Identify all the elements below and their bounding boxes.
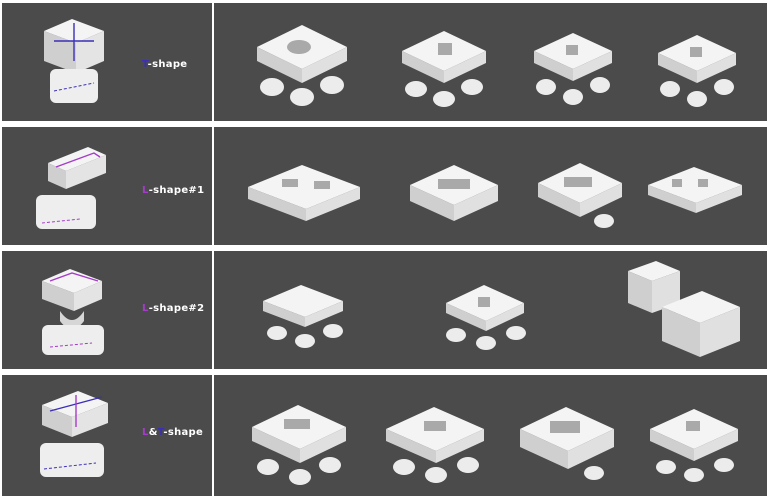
label-letter: L (142, 185, 149, 196)
building-block-t-shape-icon (44, 19, 104, 103)
structure-rendering-2 (446, 285, 526, 350)
structure-rendering-3 (538, 163, 622, 228)
label-suffix: -shape (147, 59, 188, 70)
label-letter: T (142, 59, 148, 70)
structure-rendering-4 (658, 35, 736, 107)
label-suffix: -shape#1 (148, 185, 205, 196)
label-letter-t: T (157, 427, 164, 438)
row-panel-l-shape-1: L-shape#1 (2, 127, 767, 245)
label-suffix: -shape (163, 427, 204, 438)
building-block-l-t-shape-icon (40, 391, 108, 477)
structure-rendering-1 (257, 25, 347, 106)
panel-divider (212, 127, 214, 245)
building-block-l-shape-1-icon (36, 147, 106, 229)
structure-rendering-1 (252, 405, 346, 485)
row-panel-t-shape: T-shape (2, 3, 767, 121)
structure-rendering-2 (402, 31, 486, 107)
row-label-l-shape-2: L-shape#2 (142, 303, 204, 314)
row-label-l-shape-1: L-shape#1 (142, 185, 204, 196)
structure-rendering-4 (650, 409, 738, 482)
structure-rendering-3 (534, 33, 612, 105)
row-panel-l-t-shape: L&T-shape (2, 375, 767, 496)
panel-divider (212, 251, 214, 369)
label-letter-l: L (142, 427, 149, 438)
label-ampersand: & (148, 427, 158, 438)
structure-rendering-4 (648, 167, 742, 213)
structure-rendering-1 (263, 285, 343, 348)
label-suffix: -shape#2 (148, 303, 205, 314)
row-label-l-t-shape: L&T-shape (142, 427, 203, 438)
structure-rendering-3 (520, 407, 614, 480)
label-letter: L (142, 303, 149, 314)
row-label-t-shape: T-shape (142, 59, 187, 70)
structure-rendering-1 (248, 165, 360, 221)
panel-divider (212, 3, 214, 121)
row-panel-l-shape-2: L-shape#2 (2, 251, 767, 369)
structure-rendering-3 (628, 261, 740, 357)
structure-rendering-2 (386, 407, 484, 483)
panel-divider (212, 375, 214, 496)
building-block-l-shape-2-icon (42, 269, 104, 355)
structure-rendering-2 (410, 165, 498, 221)
